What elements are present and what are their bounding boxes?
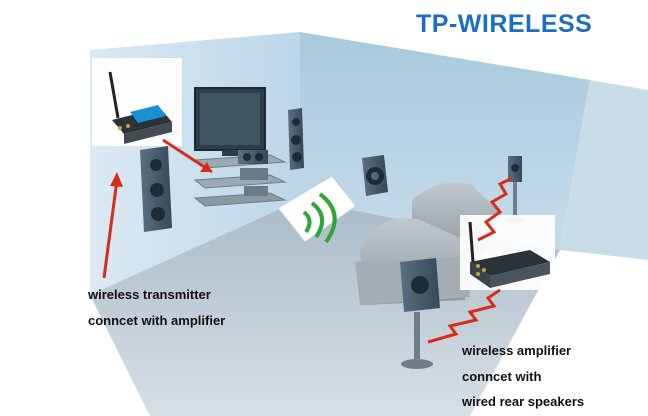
transmitter-caption-line2: conncet with amplifier [88,313,226,328]
brand-logo: TP-WIRELESS [416,10,593,38]
wire-to-rear-left [427,288,501,344]
wireless-signal-icon [277,175,357,244]
center-speaker [238,150,268,164]
transmitter-inset [92,58,182,146]
right-wall [560,80,648,260]
transmitter-caption-line1: wireless transmitter [88,287,211,302]
amplifier-caption-line2: conncet with [462,369,542,384]
wire-to-rear-right [477,176,513,242]
amplifier-inset [460,215,555,290]
front-right-speaker [288,108,304,170]
amplifier-caption-line1: wireless amplifier [462,343,572,358]
back-wall [300,32,590,250]
amplifier-caption-line3: wired rear speakers [462,394,585,409]
arrow-to-amplifier [162,138,213,174]
subwoofer [362,155,388,196]
tv [194,87,266,156]
arrow-to-caption [102,172,123,279]
rear-left-speaker [400,258,440,369]
front-left-speaker [140,146,172,232]
